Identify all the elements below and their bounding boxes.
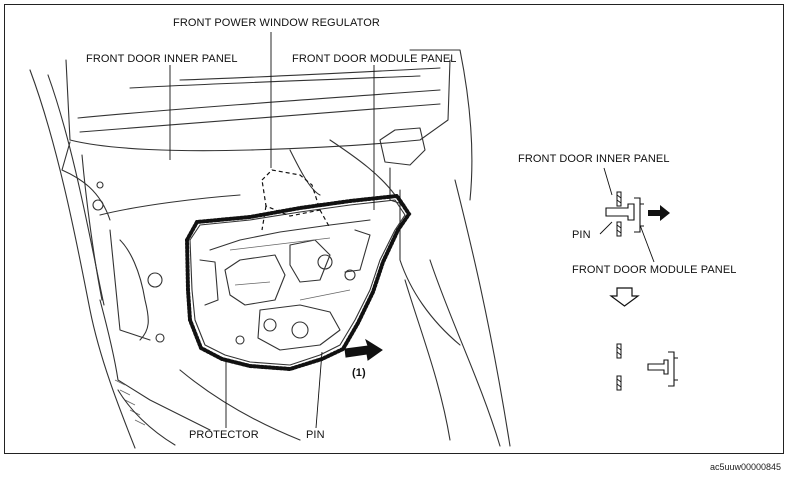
detail-pin-removed xyxy=(616,343,678,391)
label-front-door-inner-panel: FRONT DOOR INNER PANEL xyxy=(86,53,238,65)
detail-label-front-door-module-panel: FRONT DOOR MODULE PANEL xyxy=(572,264,736,276)
detail-leader-module-panel xyxy=(639,224,655,263)
label-front-door-module-panel: FRONT DOOR MODULE PANEL xyxy=(292,53,456,65)
detail-pin-engaged xyxy=(605,191,670,237)
protector-outline xyxy=(184,193,412,372)
detail-label-front-door-inner-panel: FRONT DOOR INNER PANEL xyxy=(518,153,670,165)
figure-code: ac5uuw00000845 xyxy=(710,462,781,472)
label-pin: PIN xyxy=(306,429,325,441)
label-front-power-window-regulator: FRONT POWER WINDOW REGULATOR xyxy=(173,17,380,29)
leader-lines xyxy=(169,32,375,429)
detail-direction-arrow xyxy=(648,205,670,221)
figure-frame xyxy=(4,4,784,454)
detail-inset: FRONT DOOR INNER PANEL PIN FRONT DOOR MO… xyxy=(518,153,736,391)
detail-down-arrow xyxy=(609,287,640,307)
window-regulator-outline xyxy=(261,169,331,231)
label-protector: PROTECTOR xyxy=(189,429,259,441)
detail-leader-inner-panel xyxy=(603,167,613,196)
front-door-module-panel-sketch xyxy=(189,199,406,366)
label-step-1: (1) xyxy=(352,367,366,379)
detail-leader-pin xyxy=(599,221,613,235)
door-body-sketch xyxy=(29,49,511,449)
pull-direction-arrow xyxy=(344,338,383,361)
detail-label-pin: PIN xyxy=(572,229,591,241)
